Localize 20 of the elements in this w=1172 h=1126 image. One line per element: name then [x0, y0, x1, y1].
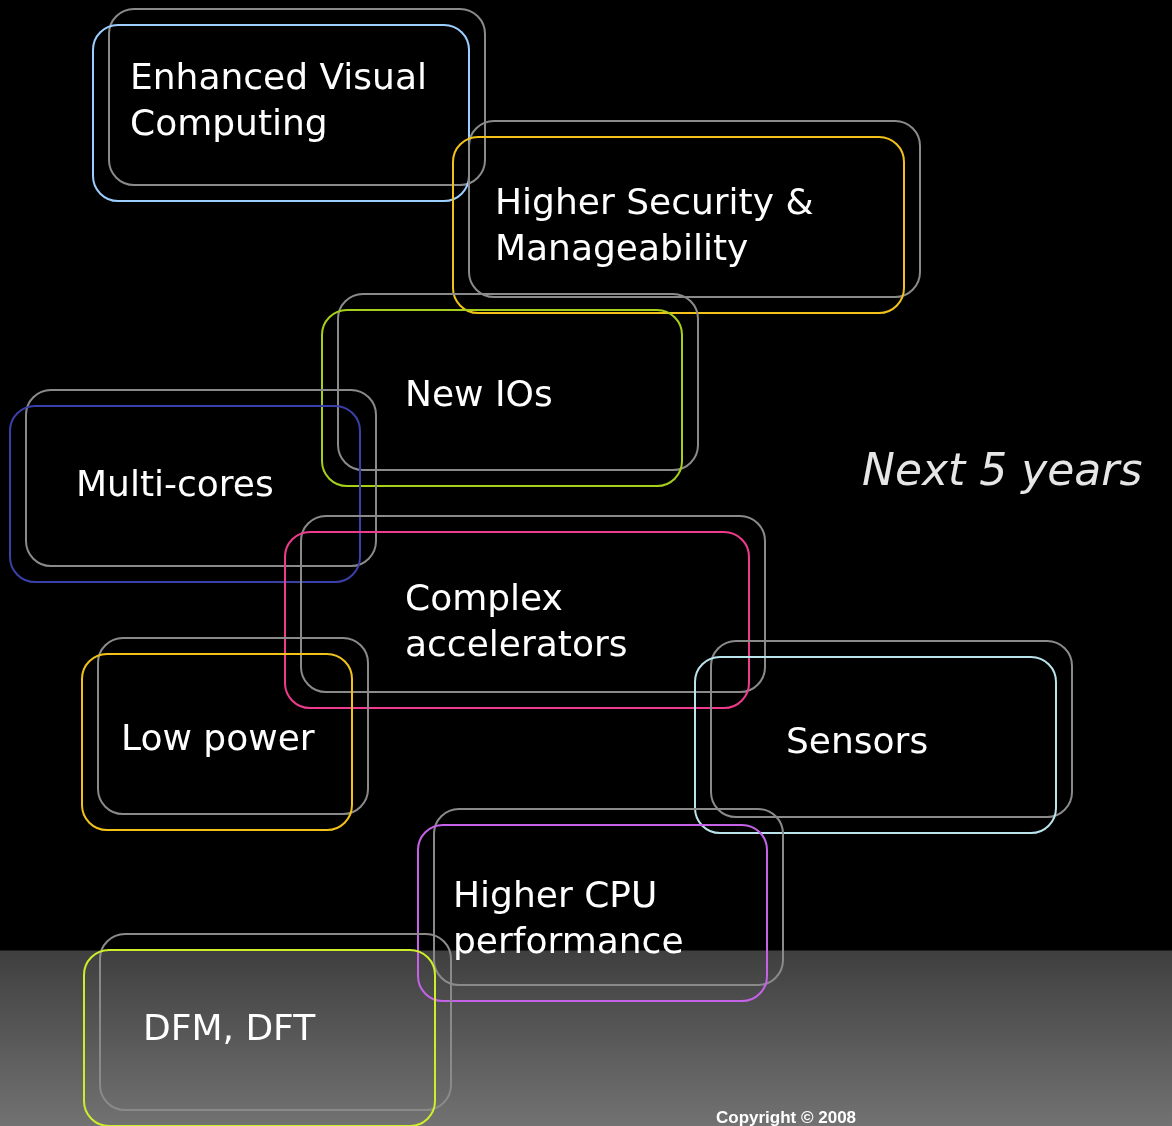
copyright-note: Copyright © 2008 — [716, 1108, 857, 1126]
rounded-box — [417, 808, 784, 1002]
rounded-box — [694, 640, 1073, 834]
box-label: Low power — [121, 716, 316, 760]
box-label: Multi-cores — [76, 462, 275, 506]
box-label: Sensors — [786, 719, 930, 763]
box-label: New IOs — [405, 372, 554, 416]
side-note: Next 5 years — [862, 444, 1143, 495]
box-label: Higher Security & Manageability — [495, 180, 815, 270]
rounded-box — [83, 933, 452, 1126]
rounded-box — [284, 515, 766, 709]
box-label: Enhanced Visual Computing — [130, 55, 428, 145]
rounded-box — [321, 293, 699, 487]
box-label: Higher CPU performance — [453, 873, 685, 963]
rounded-box — [452, 120, 921, 314]
rounded-box — [9, 389, 377, 583]
rounded-box — [92, 8, 486, 202]
box-label: DFM, DFT — [143, 1006, 317, 1050]
rounded-box — [81, 637, 369, 831]
box-label: Complex accelerators — [405, 576, 629, 666]
